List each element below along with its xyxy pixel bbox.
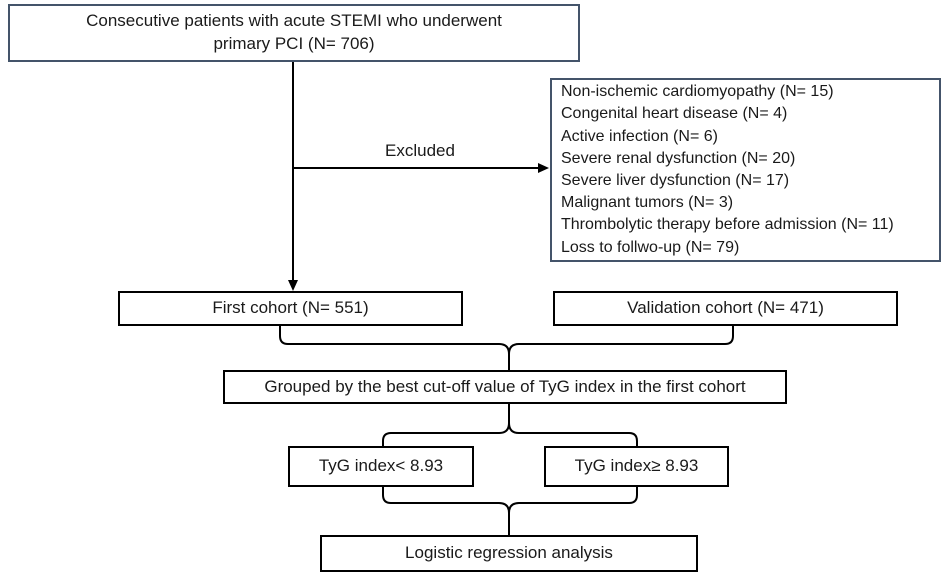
exclusion-item: Malignant tumors (N= 3) <box>561 194 734 212</box>
first-cohort-box: First cohort (N= 551) <box>118 291 463 326</box>
first-cohort-text: First cohort (N= 551) <box>212 298 369 318</box>
validation-cohort-text: Validation cohort (N= 471) <box>627 298 824 318</box>
tyg-index-high-text: TyG index≥ 8.93 <box>574 456 699 476</box>
excluded-label: Excluded <box>385 141 455 160</box>
excluded-arrow-head <box>538 163 549 173</box>
logistic-regression-text: Logistic regression analysis <box>405 543 613 563</box>
exclusion-criteria-box: Non-ischemic cardiomyopathy (N= 15) Cong… <box>550 78 941 262</box>
top-patients-box: Consecutive patients with acute STEMI wh… <box>8 4 580 62</box>
exclusion-item: Active infection (N= 6) <box>561 127 718 145</box>
tyg-index-low-text: TyG index< 8.93 <box>318 456 444 476</box>
exclusion-item: Congenital heart disease (N= 4) <box>561 105 788 123</box>
down-arrow-head <box>288 280 298 291</box>
grouped-by-cutoff-text: Grouped by the best cut-off value of TyG… <box>264 376 746 396</box>
brace-tyg-merge <box>382 487 638 535</box>
exclusion-item: Thrombolytic therapy before admission (N… <box>561 216 894 234</box>
exclusion-item: Severe liver dysfunction (N= 17) <box>561 172 790 189</box>
tyg-index-high-box: TyG index≥ 8.93 <box>544 446 729 487</box>
validation-cohort-box: Validation cohort (N= 471) <box>553 291 898 326</box>
top-patients-text: Consecutive patients with acute STEMI wh… <box>86 11 502 53</box>
brace-grouped-split <box>382 404 638 446</box>
exclusion-item: Non-ischemic cardiomyopathy (N= 15) <box>561 83 834 101</box>
exclusion-item: Loss to follwo-up (N= 79) <box>561 238 740 256</box>
tyg-index-low-box: TyG index< 8.93 <box>288 446 474 487</box>
brace-cohorts-merge <box>279 326 734 370</box>
grouped-by-cutoff-box: Grouped by the best cut-off value of TyG… <box>223 370 787 404</box>
exclusion-item: Severe renal dysfunction (N= 20) <box>561 149 796 167</box>
logistic-regression-box: Logistic regression analysis <box>320 535 698 572</box>
